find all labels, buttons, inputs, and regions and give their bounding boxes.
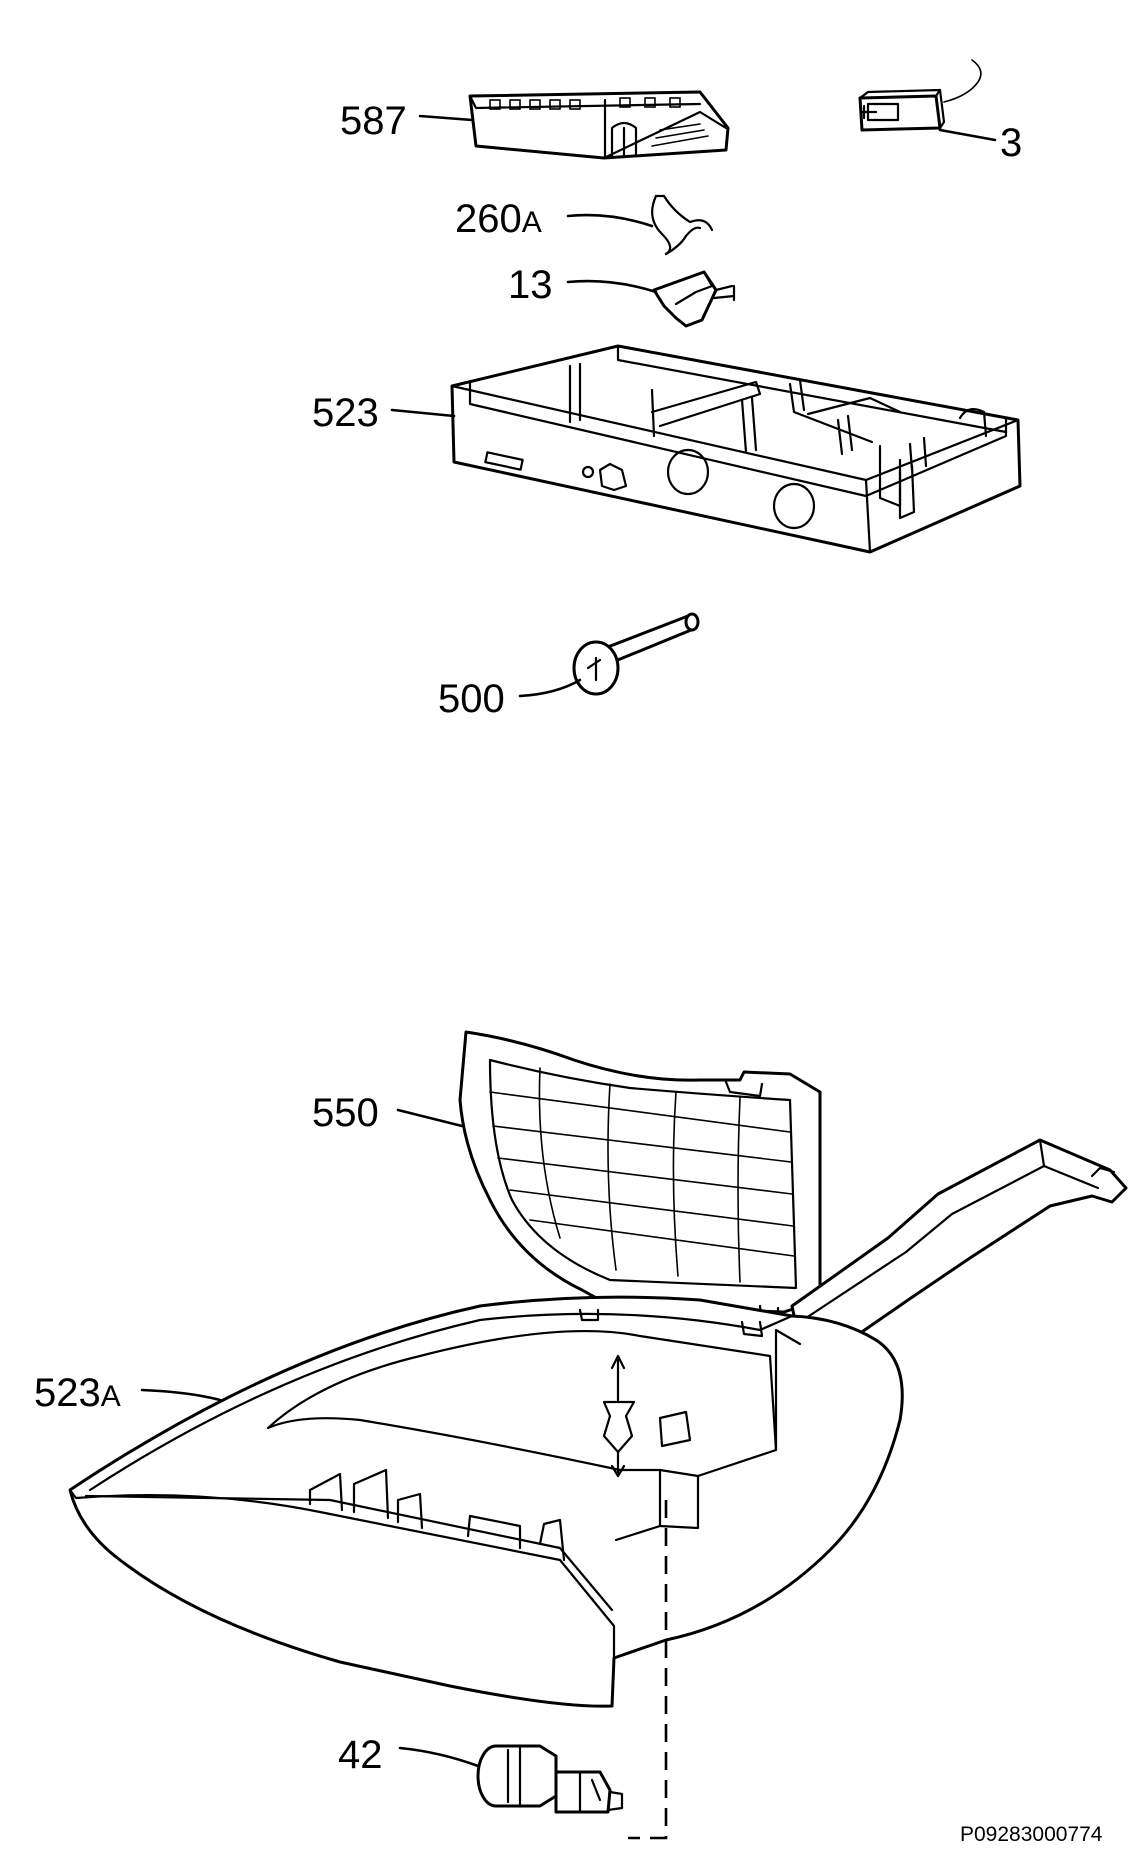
- part-523-dispenser-housing: [450, 344, 1022, 554]
- leader-13: [566, 279, 658, 294]
- assembly-dashed-line: [628, 1500, 668, 1840]
- leader-42: [398, 1746, 480, 1768]
- leader-523: [390, 408, 456, 418]
- part-523A-drawer-tray: [68, 1138, 1128, 1708]
- leader-587: [418, 114, 474, 122]
- leader-500: [518, 678, 582, 698]
- callout-13: 13: [508, 263, 553, 307]
- part-550-grille-cover: [458, 1030, 822, 1324]
- callout-3: 3: [1000, 121, 1022, 165]
- part-42-nozzle: [476, 1744, 624, 1814]
- part-3-switch: [858, 59, 982, 132]
- leader-3: [938, 128, 997, 142]
- leader-550: [396, 1108, 464, 1128]
- part-13-clip: [652, 270, 736, 328]
- callout-260A: 260A: [455, 197, 542, 241]
- callout-587: 587: [340, 99, 407, 143]
- callout-42: 42: [338, 1733, 383, 1777]
- callout-500: 500: [438, 677, 505, 721]
- part-500-screw: [572, 612, 700, 696]
- leader-523A: [140, 1388, 222, 1402]
- callout-523A: 523A: [34, 1371, 121, 1415]
- part-260A-spring-clip: [651, 194, 714, 256]
- diagram-reference-code: P09283000774: [960, 1823, 1103, 1846]
- callout-523: 523: [312, 391, 379, 435]
- callout-550: 550: [312, 1091, 379, 1135]
- leader-260A: [566, 213, 654, 228]
- part-587-terminal-block: [468, 90, 730, 160]
